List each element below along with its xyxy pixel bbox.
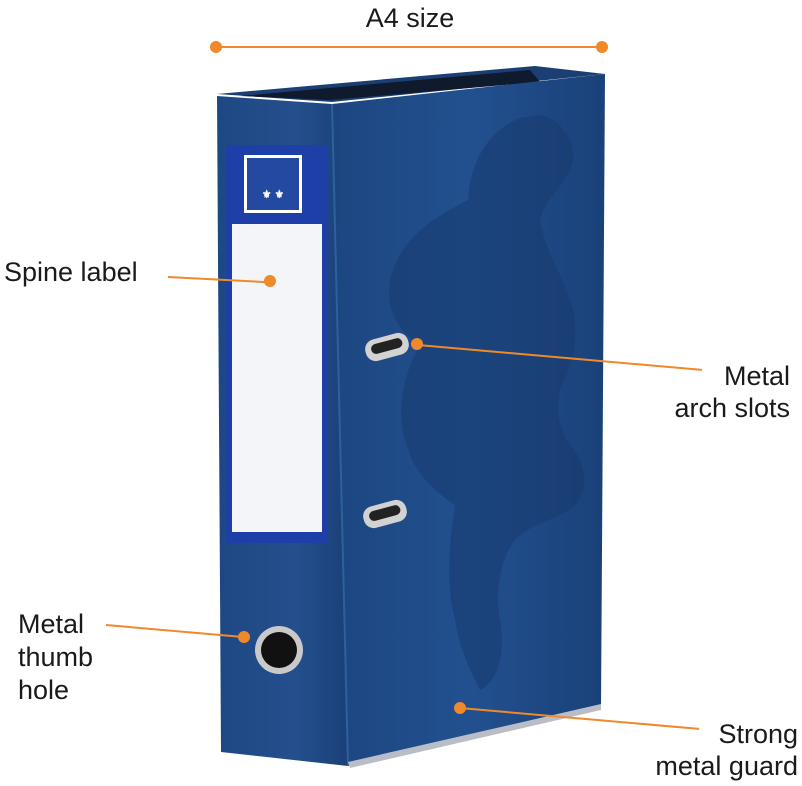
- a4-size-dot-right: [596, 41, 608, 53]
- arch-slots-dot: [411, 338, 423, 350]
- strong-metal-guard-label-line2: metal guard: [655, 751, 798, 781]
- a4-size-dot-left: [210, 41, 222, 53]
- binder-inside-dark: [240, 70, 540, 100]
- metal-thumb-hole-label-line2: thumb: [18, 642, 94, 672]
- metal-thumb-hole-label-line1: Metal: [18, 609, 85, 639]
- spine-label-label: Spine label: [4, 257, 138, 287]
- metal-arch-slots-label-line2: arch slots: [674, 393, 790, 423]
- strong-metal-guard-label-line1: Strong: [718, 719, 798, 749]
- spine-label-dot: [264, 275, 276, 287]
- arch-slot-lower: [363, 499, 407, 529]
- metal-thumb-hole-label-line3: hole: [18, 675, 70, 705]
- a4-size-label: A4 size: [365, 3, 455, 33]
- arch-slot-upper: [365, 332, 409, 362]
- a4-size-line: [216, 46, 602, 48]
- metal-arch-slots-label-line1: Metal: [723, 361, 790, 391]
- oxford-logo-icon: ⚜ ⚜: [262, 189, 284, 201]
- metal-guard: [348, 704, 601, 768]
- metal-guard-dot: [454, 702, 466, 714]
- spine-label-card: [232, 224, 322, 532]
- thumb-hole-dot: [238, 631, 250, 643]
- lion-watermark: [389, 115, 585, 690]
